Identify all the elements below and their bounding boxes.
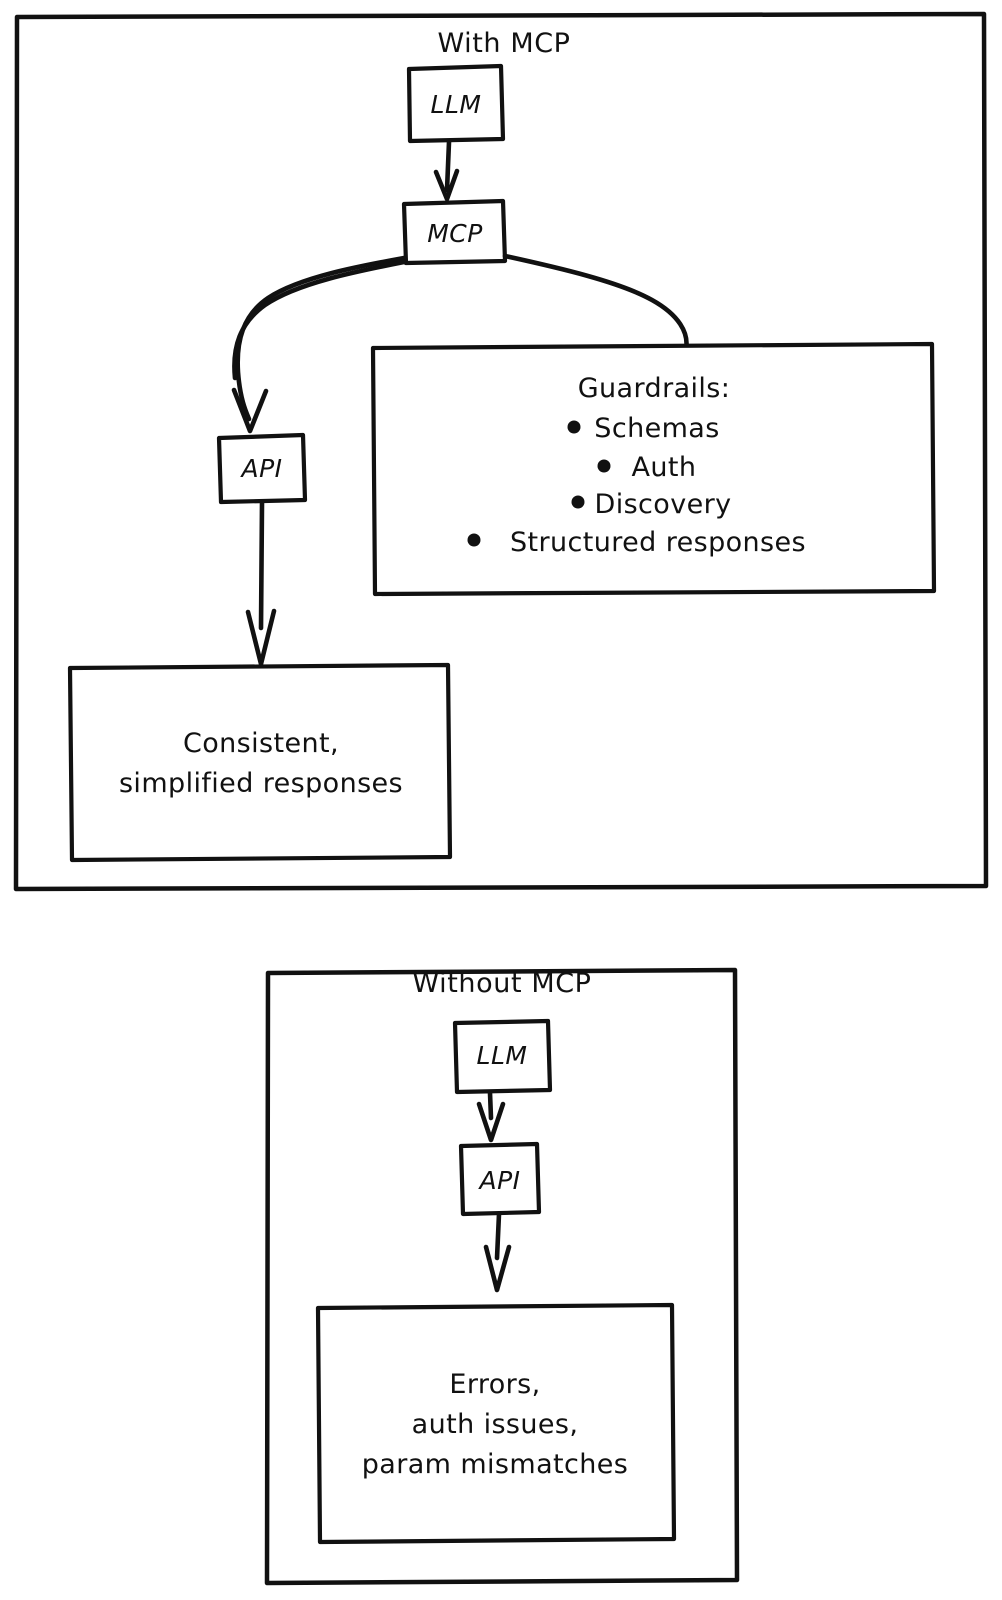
node-api-border [216,432,308,505]
problems-line-1: Errors, [449,1369,540,1400]
guardrails-item-label: Structured responses [510,527,806,558]
outcome-box-border [67,662,453,863]
outcome-box[interactable]: Consistent, simplified responses [67,662,453,863]
panel-with-mcp-title: With MCP [437,28,570,59]
edge-mcp-to-guardrails [502,253,689,352]
problems-line-3: param mismatches [362,1449,629,1480]
edge-api2-to-problems [483,1211,512,1293]
guardrails-item-label: Schemas [594,413,719,444]
problems-box[interactable]: Errors, auth issues, param mismatches [315,1302,677,1545]
node-llm-2[interactable]: LLM [452,1018,553,1095]
bullet-icon [597,459,611,473]
outcome-line-1: Consistent, [183,728,339,759]
node-llm-2-border [452,1018,553,1095]
node-mcp-border [401,198,508,266]
guardrails-item-discovery: Discovery [571,489,732,520]
guardrails-heading: Guardrails: [578,373,731,404]
node-llm-label: LLM [431,90,482,119]
outcome-line-2: simplified responses [119,768,403,799]
bullet-icon [467,533,481,547]
edge-mcp-to-api [231,255,407,434]
guardrails-item-structured-responses: Structured responses [467,527,806,558]
node-api-2-border [458,1141,542,1217]
node-api-2[interactable]: API [458,1141,542,1217]
node-llm-2-label: LLM [477,1041,528,1070]
bullet-icon [567,420,581,434]
guardrails-item-auth: Auth [597,452,697,483]
guardrails-box-border [370,341,937,597]
edge-llm-to-mcp [433,139,460,202]
panel-without-mcp: Without MCP LLM API [264,967,740,1586]
edge-api-to-outcome [245,500,277,667]
node-mcp[interactable]: MCP [401,198,508,266]
bullet-icon [571,495,585,509]
edge-llm2-to-api2 [476,1090,506,1143]
node-mcp-label: MCP [427,219,483,248]
guardrails-item-schemas: Schemas [567,413,719,444]
node-api-label: API [239,454,282,483]
guardrails-item-label: Auth [632,452,697,483]
node-llm-border [406,63,506,144]
guardrails-item-label: Discovery [595,489,732,520]
panel-with-mcp: With MCP LLM MCP [13,11,989,892]
node-llm[interactable]: LLM [406,63,506,144]
node-api[interactable]: API [216,432,308,505]
guardrails-box[interactable]: Guardrails: Schemas Auth Discovery [370,341,937,597]
node-api-2-label: API [477,1166,520,1195]
panel-without-mcp-title: Without MCP [412,968,591,999]
problems-line-2: auth issues, [412,1409,579,1440]
problems-box-border [315,1302,677,1545]
